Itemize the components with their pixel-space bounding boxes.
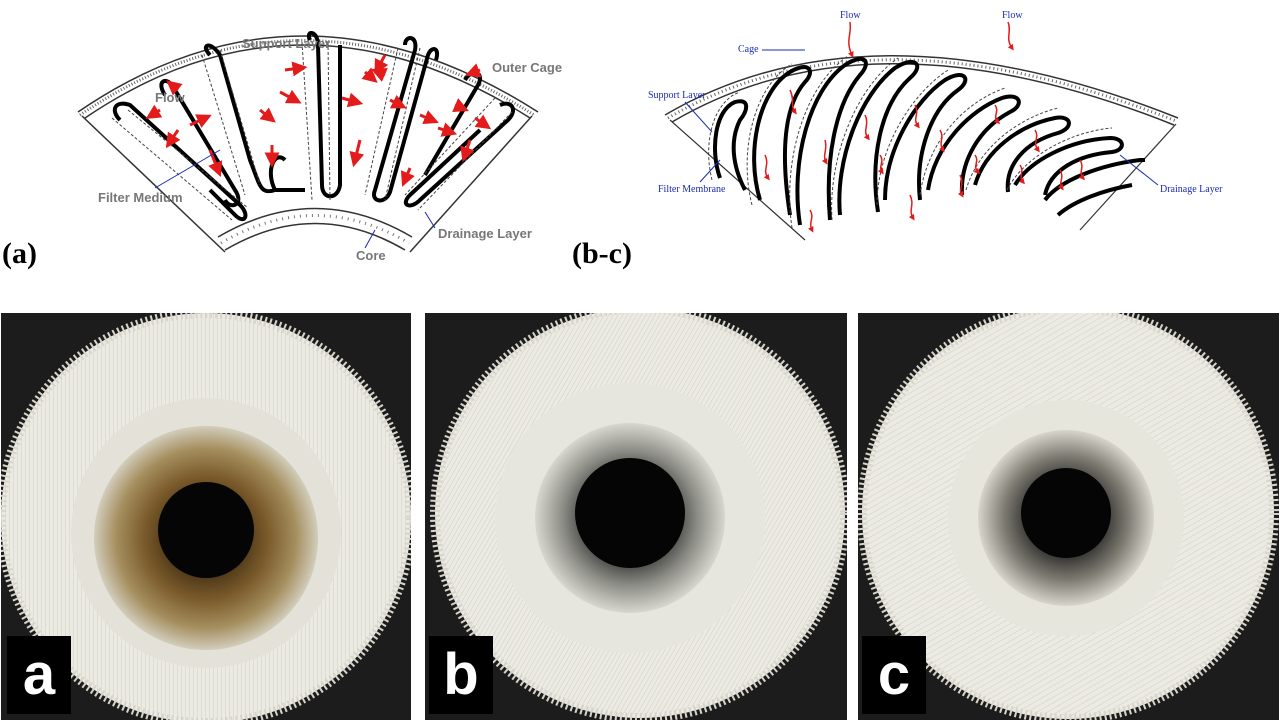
label-core: Core: [356, 248, 386, 263]
pleat-diagram-bc: Flow Flow Cage Support Layer Filter Memb…: [648, 10, 1223, 241]
left-edge: [81, 115, 226, 253]
photo-label-a: a: [7, 636, 71, 714]
leader-core: [364, 229, 376, 249]
label-drainage-layer: Drainage Layer: [438, 226, 532, 241]
support-layer-outlines: [708, 55, 1113, 229]
filter-cartridge-b-image: [425, 313, 847, 720]
filter-photo-c: c: [858, 313, 1279, 720]
filter-photo-a: a: [1, 313, 411, 720]
photo-label-b: b: [429, 636, 493, 714]
leader-drainage-layer: [1119, 154, 1159, 186]
flow-arrows: [763, 21, 1085, 233]
leader-support-layer: [684, 101, 713, 133]
filter-cartridge-a-image: [1, 313, 411, 720]
panel-label-a: (a): [2, 237, 37, 270]
cage: [664, 55, 1179, 126]
label-filter-medium: Filter Medium: [98, 190, 183, 205]
leader-filter-medium: [154, 149, 221, 189]
photo-label-c: c: [862, 636, 926, 714]
label-outer-cage: Outer Cage: [492, 60, 562, 75]
pleat-diagram-a: Support Layer Outer Cage Flow Filter Med…: [77, 31, 562, 263]
core-hole: [575, 458, 685, 568]
filter-membrane-pleats: [713, 57, 1145, 226]
right-edge: [1079, 123, 1177, 231]
label-filter-membrane: Filter Membrane: [658, 184, 726, 195]
label-support-layer: Support Layer: [648, 90, 706, 101]
label-flow-1: Flow: [840, 10, 861, 21]
leader-filter-membrane: [699, 159, 721, 183]
right-edge: [409, 115, 533, 253]
filter-cartridge-c-image: [858, 313, 1279, 720]
flow-arrows: [145, 54, 492, 187]
panel-label-bc: (b-c): [572, 237, 632, 270]
core-hole: [1021, 468, 1111, 558]
label-drainage-layer: Drainage Layer: [1160, 184, 1223, 195]
label-support-layer: Support Layer: [242, 36, 330, 51]
filter-photo-b: b: [425, 313, 847, 720]
label-cage: Cage: [738, 44, 759, 55]
core: [217, 207, 413, 251]
core-hole: [158, 482, 254, 578]
label-flow: Flow: [155, 90, 185, 105]
leader-drainage-layer: [424, 211, 436, 229]
label-flow-2: Flow: [1002, 10, 1023, 21]
left-edge: [669, 119, 806, 241]
